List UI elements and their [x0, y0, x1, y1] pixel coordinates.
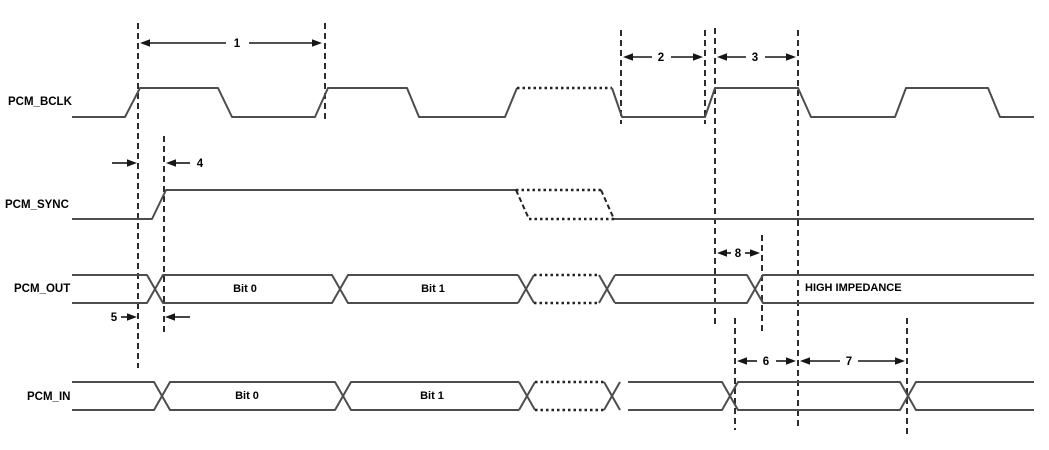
dashed-guide-lines [137, 23, 908, 438]
in-crossover-3b [603, 381, 621, 411]
arrowhead-left-icon [165, 313, 175, 321]
out-rail-a-left [72, 274, 518, 304]
arrowhead-right-icon [786, 53, 796, 61]
arrowhead-left-icon [800, 357, 810, 365]
arrowhead-right-icon [693, 53, 703, 61]
timing-mark-7: 7 [846, 356, 852, 368]
signal-pcm-bclk-waveform [72, 86, 1034, 118]
arrowhead-right-icon [312, 39, 322, 47]
sync-wave-fall-late [600, 189, 615, 220]
in-rail-b-right [628, 381, 1034, 411]
annotation-1: 1 [140, 38, 322, 50]
label-pcm-sync: PCM_SYNC [5, 199, 69, 211]
timing-mark-1: 1 [234, 38, 241, 50]
arrowhead-left-icon [737, 357, 747, 365]
timing-mark-5: 5 [111, 312, 118, 324]
annotation-3: 3 [717, 52, 796, 64]
arrowhead-right-icon [786, 357, 796, 365]
timing-mark-4: 4 [197, 158, 204, 170]
annotation-2: 2 [623, 52, 703, 64]
bclk-wave-solid-right [611, 87, 1034, 118]
arrowhead-right-icon [750, 249, 760, 257]
in-rail-a-left [72, 381, 519, 411]
arrowhead-left-icon [717, 53, 727, 61]
arrowhead-right-icon [895, 357, 905, 365]
in-bit1-label: Bit 1 [420, 390, 444, 402]
in-rail-b-left [72, 381, 519, 411]
arrowhead-left-icon [166, 159, 176, 167]
timing-mark-8: 8 [735, 248, 742, 260]
arrowhead-right-icon [127, 313, 137, 321]
timing-mark-3: 3 [752, 52, 758, 64]
signal-pcm-in-waveform [72, 380, 1034, 412]
sync-wave-solid-left [72, 189, 516, 220]
annotation-4: 4 [112, 158, 204, 170]
out-crossover-3b [598, 274, 616, 304]
timing-mark-6: 6 [763, 356, 769, 368]
out-rail-b-right [615, 274, 1034, 304]
in-rail-a-right [628, 381, 1034, 411]
in-bit0-label: Bit 0 [235, 390, 259, 402]
out-crossover-2b [517, 274, 535, 304]
annotation-7: 7 [800, 356, 905, 368]
arrowhead-left-icon [623, 53, 633, 61]
label-pcm-out: PCM_OUT [14, 283, 70, 295]
arrowhead-left-icon [717, 249, 727, 257]
bus-cell-labels: Bit 0 Bit 1 HIGH IMPEDANCE Bit 0 Bit 1 [233, 282, 901, 402]
out-bit0-label: Bit 0 [233, 283, 257, 295]
out-high-impedance-label: HIGH IMPEDANCE [805, 282, 902, 294]
signal-pcm-out-waveform [72, 273, 1034, 305]
bclk-wave-solid-left [72, 87, 518, 118]
sync-wave-fall-early [515, 189, 530, 220]
timing-mark-2: 2 [658, 52, 664, 64]
annotation-6: 6 [737, 356, 796, 368]
in-crossover-2b [518, 381, 536, 411]
out-rail-b-left [72, 274, 518, 304]
signal-pcm-sync-waveform [72, 188, 1034, 221]
label-pcm-in: PCM_IN [27, 391, 70, 403]
arrowhead-right-icon [127, 159, 137, 167]
annotation-8: 8 [717, 248, 760, 260]
arrowhead-left-icon [140, 39, 150, 47]
annotation-5: 5 [111, 312, 190, 324]
out-bit1-label: Bit 1 [421, 283, 445, 295]
label-pcm-bclk: PCM_BCLK [8, 96, 73, 108]
signal-labels: PCM_BCLK PCM_SYNC PCM_OUT PCM_IN [5, 96, 73, 403]
